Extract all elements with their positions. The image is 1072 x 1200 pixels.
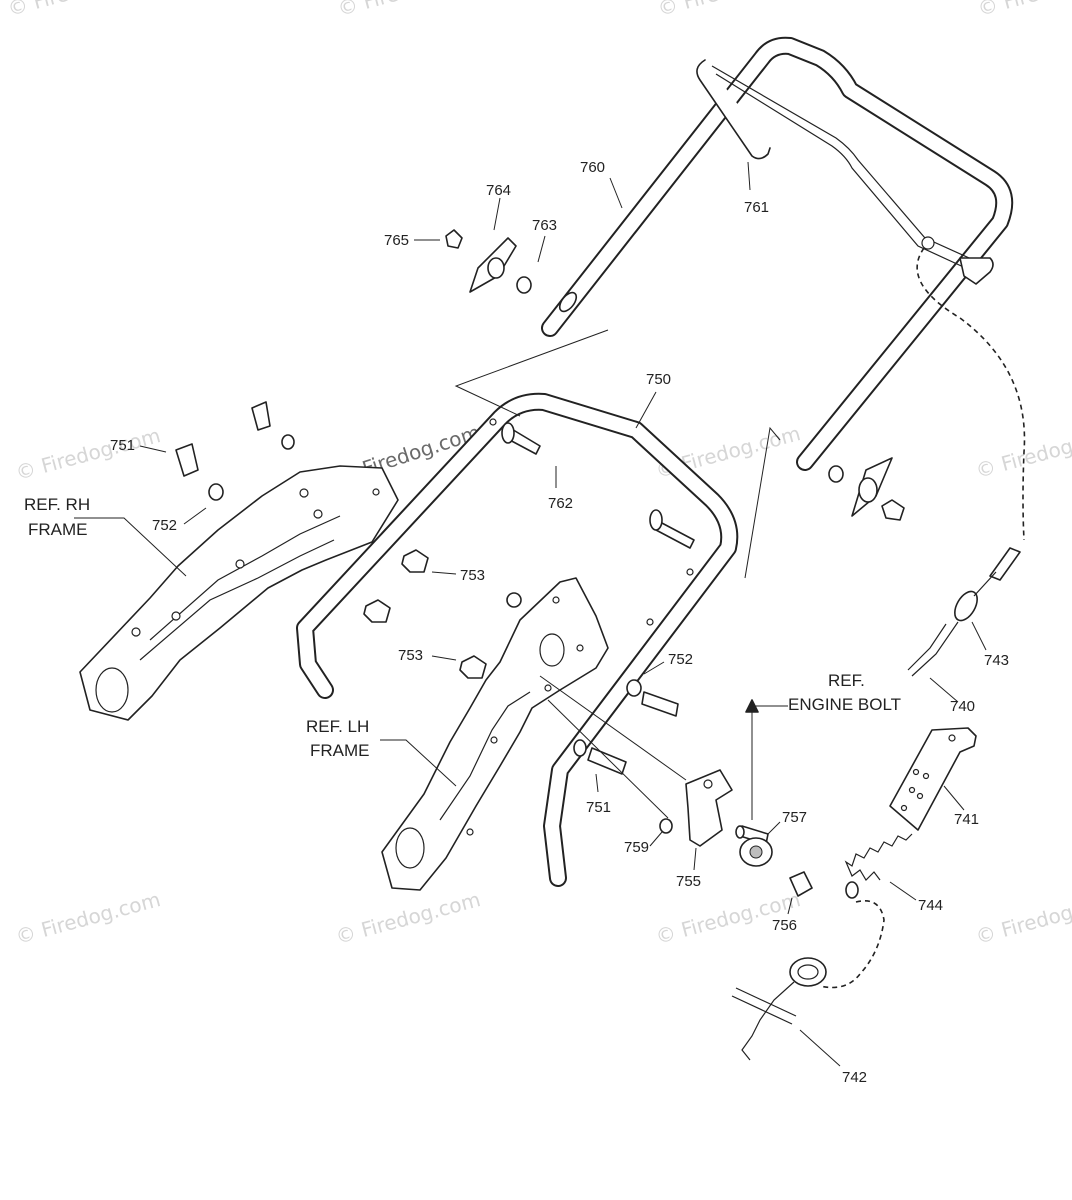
hardware	[175, 229, 905, 897]
watermark-bot-4: © Firedog.com	[973, 887, 1072, 949]
label-743: 743	[984, 652, 1009, 669]
label-760: 760	[580, 159, 605, 176]
label-740: 740	[950, 698, 975, 715]
label-752-top: 752	[152, 517, 177, 534]
label-757: 757	[782, 809, 807, 826]
ref-labels: REF. RH FRAME REF. LH FRAME REF. ENGINE …	[24, 495, 901, 760]
watermark-top-3: © Firedog.com	[655, 0, 805, 21]
label-750: 750	[646, 371, 671, 388]
label-759: 759	[624, 839, 649, 856]
ref-engine-bolt-line1: REF.	[828, 671, 865, 690]
label-753-top: 753	[460, 567, 485, 584]
label-762: 762	[548, 495, 573, 512]
lower-handle	[296, 392, 739, 887]
label-751-bottom: 751	[586, 799, 611, 816]
leader-lines	[74, 161, 987, 1067]
label-763: 763	[532, 217, 557, 234]
watermark-top-2: © Firedog.com	[335, 0, 485, 21]
rh-frame	[79, 465, 399, 721]
upper-handle	[541, 36, 1014, 471]
cable-assembly	[731, 247, 1026, 1061]
label-741: 741	[954, 811, 979, 828]
part-labels: 760 764 763 765 761 750 751 752 762 753 …	[110, 159, 1009, 1086]
watermark-top-4: © Firedog.com	[975, 0, 1072, 21]
label-755: 755	[676, 873, 701, 890]
label-764: 764	[486, 182, 511, 199]
reference-lines	[454, 329, 781, 579]
watermark-bot-2: © Firedog.com	[333, 887, 483, 949]
watermark-mid-1: © Firedog.com	[13, 423, 163, 485]
label-753-mid: 753	[398, 647, 423, 664]
label-752-mid: 752	[668, 651, 693, 668]
label-756: 756	[772, 917, 797, 934]
ref-rh-frame-line2: FRAME	[28, 520, 88, 539]
watermark-bot-1: © Firedog.com	[13, 887, 163, 949]
watermark-mid-4: © Firedog.com	[973, 421, 1072, 483]
ref-lh-frame-line2: FRAME	[310, 741, 370, 760]
bracket-755	[685, 769, 733, 847]
ref-lh-frame-line1: REF. LH	[306, 717, 369, 736]
label-744: 744	[918, 897, 943, 914]
label-761: 761	[744, 199, 769, 216]
label-742: 742	[842, 1069, 867, 1086]
ref-engine-bolt-line2: ENGINE BOLT	[788, 695, 901, 714]
lh-frame	[381, 577, 609, 891]
watermark-top-1: © Firedog.com	[5, 0, 155, 21]
label-751-top: 751	[110, 437, 135, 454]
ref-rh-frame-line1: REF. RH	[24, 495, 90, 514]
label-765: 765	[384, 232, 409, 249]
